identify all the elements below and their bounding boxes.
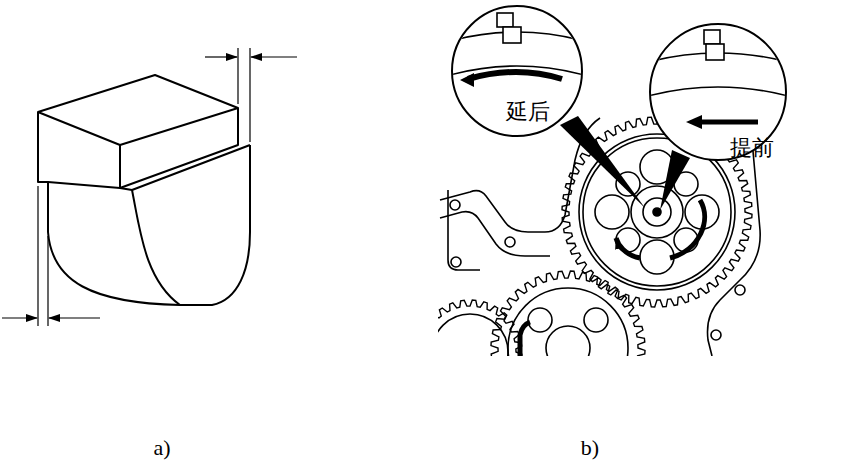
subfigure-label: b)	[581, 436, 599, 460]
direction-label: 提前	[730, 136, 774, 160]
direction-label: 延后	[506, 100, 550, 124]
offset-key	[38, 75, 250, 305]
magnifier-circle: 提前	[648, 22, 788, 162]
dimension-lines	[2, 48, 297, 326]
magnifier-circle: 延后	[450, 4, 584, 138]
subfigure-label: a)	[153, 436, 170, 460]
